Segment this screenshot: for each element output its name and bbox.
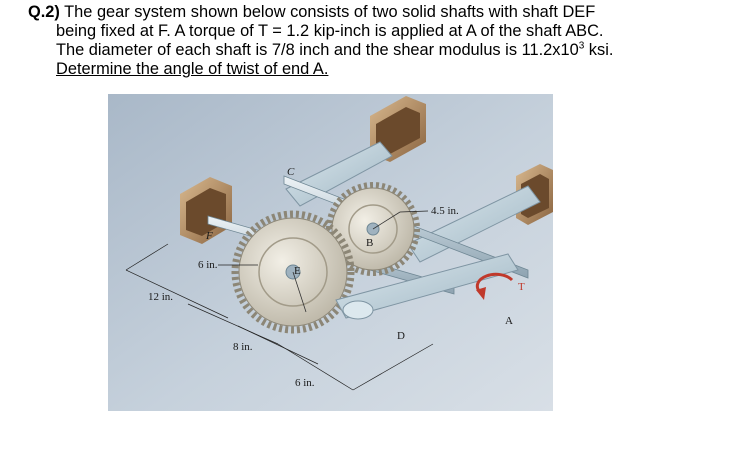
label-f: F (205, 230, 213, 242)
question-line-1-text: The gear system shown below consists of … (59, 3, 596, 21)
question-text: Q.2) The gear system shown below consist… (28, 3, 728, 79)
question-line-3-text: The diameter of each shaft is 7/8 inch a… (56, 41, 579, 59)
dim-8-in: 8 in. (233, 341, 253, 353)
support-top (370, 96, 426, 162)
question-line-3: The diameter of each shaft is 7/8 inch a… (28, 41, 728, 60)
torque-arrow (475, 272, 514, 294)
bearing-d (342, 300, 374, 320)
dim-12-in: 12 in. (148, 291, 173, 303)
gear-system-figure: C F B E D A T 4.5 in. 6 in. 12 in. 8 in.… (108, 94, 553, 411)
label-c: C (287, 166, 295, 178)
question-number: Q.2) (28, 3, 60, 21)
label-b: B (366, 237, 373, 249)
question-line-2: being fixed at F. A torque of T = 1.2 ki… (56, 22, 604, 40)
question-line-4: Determine the angle of twist of end A. (56, 60, 329, 78)
gear-system-drawing: C F B E D A T 4.5 in. 6 in. 12 in. 8 in.… (108, 94, 553, 411)
question-line-3-unit: ksi. (584, 41, 614, 59)
label-a: A (505, 315, 513, 327)
label-t: T (518, 281, 525, 293)
dim-6-in-bottom: 6 in. (295, 377, 315, 389)
gear-e (231, 210, 355, 334)
exponent: 3 (578, 40, 585, 52)
label-d: D (397, 330, 405, 342)
dim-4-5-in: 4.5 in. (431, 205, 459, 217)
torque-arrowhead (476, 287, 486, 300)
arm-bottom (335, 253, 519, 319)
dim-6-in-left: 6 in. (198, 259, 218, 271)
question-line-1: Q.2) The gear system shown below consist… (28, 3, 728, 22)
dimension-lines (125, 210, 434, 391)
label-e: E (294, 265, 301, 277)
